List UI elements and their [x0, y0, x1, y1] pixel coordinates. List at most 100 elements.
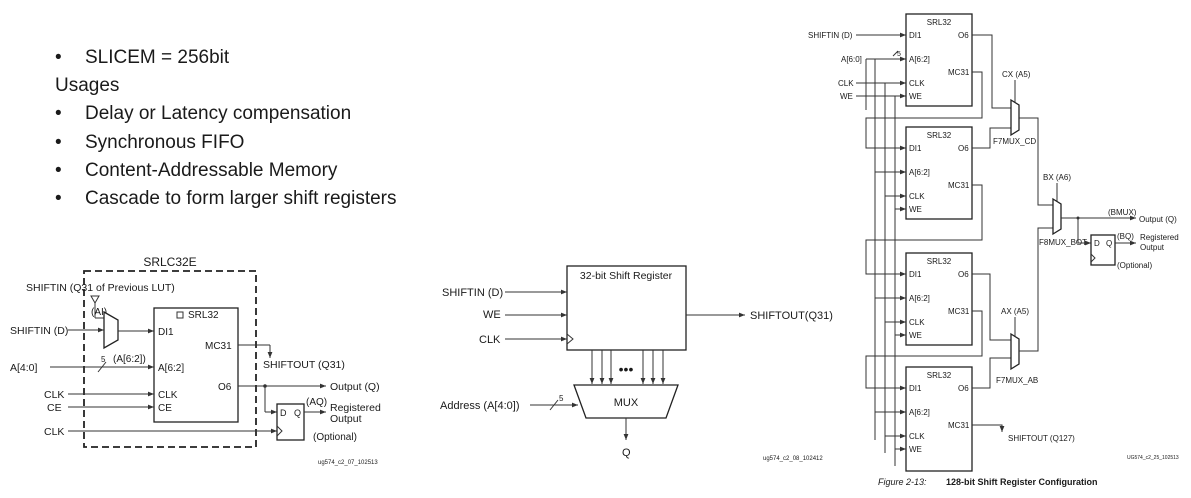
- shiftin-label: SHIFTIN (D): [808, 31, 853, 40]
- cascade-wire: [865, 184, 983, 277]
- f8mux-label: F8MUX_BOT: [1039, 238, 1087, 247]
- wire: [972, 127, 1011, 149]
- list-item-text: SLICEM = 256bit: [85, 47, 230, 68]
- srl32-block-2: SRL32 DI1 A[6:2] CLK WE O6 MC31: [905, 126, 973, 220]
- cascade-128bit-diagram: SHIFTIN (D) A[6:0] CLK WE 5 SRL32 DI1 A[…: [808, 13, 1179, 487]
- svg-text:MC31: MC31: [948, 307, 970, 316]
- ff-d: D: [1094, 239, 1100, 248]
- f7mux-cd-label: F7MUX_CD: [993, 137, 1036, 146]
- svg-text:A[6:2]: A[6:2]: [909, 168, 930, 177]
- bmux-label: (BMUX): [1108, 208, 1137, 217]
- a60-label: A[6:0]: [841, 55, 862, 64]
- clock-triangle-icon: [566, 333, 574, 345]
- wire: [1019, 117, 1053, 206]
- shiftout-label: SHIFTOUT (Q127): [1008, 434, 1075, 443]
- srlc32e-boundary: [83, 270, 257, 448]
- wire: [972, 357, 1011, 389]
- input-triangle-icon: [90, 295, 100, 305]
- list-item: • Synchronous FIFO: [55, 129, 397, 157]
- output-q-label: Output (Q): [1139, 215, 1177, 224]
- shiftin-prev-label: SHIFTIN (Q31 of Previous LUT): [26, 282, 175, 294]
- usages-heading: Usages: [55, 72, 397, 100]
- wire: [972, 34, 1011, 109]
- cascade-wire: [865, 71, 983, 151]
- pin-mc31: MC31: [205, 341, 232, 352]
- usage-list: • SLICEM = 256bit Usages • Delay or Latenc…: [55, 44, 397, 213]
- list-item: • Delay or Latency compensation: [55, 100, 397, 128]
- pin-di1: DI1: [158, 327, 174, 338]
- svg-text:WE: WE: [909, 92, 922, 101]
- shift-register-title: 32-bit Shift Register: [580, 270, 673, 282]
- figure-code: ug574_c2_07_102513: [318, 460, 378, 466]
- f7mux-ab-icon: [1010, 332, 1020, 371]
- list-item-text: Delay or Latency compensation: [85, 103, 352, 125]
- list-item-text: Cascade to form larger shift registers: [85, 188, 397, 210]
- clock-triangle-icon: [1090, 253, 1096, 263]
- a40-label: A[4:0]: [10, 362, 38, 374]
- wire: [1019, 227, 1053, 352]
- clk2-label: CLK: [44, 426, 64, 438]
- registered-output-label: Output: [1140, 243, 1165, 252]
- figure-code: UG574_c2_25_102513: [1127, 455, 1179, 461]
- we-label: WE: [840, 92, 853, 101]
- svg-text:SRL32: SRL32: [927, 131, 952, 140]
- svg-text:MC31: MC31: [948, 181, 970, 190]
- registered-output-label: Output: [330, 413, 362, 425]
- output-q-label: Output (Q): [330, 381, 380, 393]
- bq-label: (BQ): [1117, 232, 1134, 241]
- bus-width: 5: [101, 355, 106, 364]
- srl32-label: SRL32: [188, 310, 219, 321]
- svg-text:MC31: MC31: [948, 421, 970, 430]
- svg-text:WE: WE: [909, 331, 922, 340]
- svg-text:O6: O6: [958, 144, 969, 153]
- shiftin-label: SHIFTIN (D): [10, 325, 68, 337]
- ff-q: Q: [294, 408, 301, 418]
- clk-label: CLK: [44, 389, 64, 401]
- ff-d: D: [280, 408, 287, 418]
- wire: [972, 424, 1005, 432]
- a62-label: (A[6:2]): [113, 354, 146, 365]
- srl32-block-1: SRL32 DI1 A[6:2] CLK WE O6 MC31: [905, 13, 973, 107]
- cascade-wire: [865, 310, 983, 391]
- bus-width: 5: [559, 394, 564, 403]
- shiftout-label: SHIFTOUT(Q31): [750, 310, 833, 322]
- bullet-icon: •: [55, 159, 62, 181]
- list-item-text: Synchronous FIFO: [85, 131, 245, 153]
- bus-width: 5: [897, 51, 901, 58]
- ce-label: CE: [47, 402, 62, 414]
- svg-text:DI1: DI1: [909, 144, 922, 153]
- bullet-icon: •: [55, 131, 62, 153]
- srl32-block-4: SRL32 DI1 A[6:2] CLK WE O6 MC31: [905, 366, 973, 472]
- pin-clk: CLK: [158, 390, 178, 401]
- mux-block: [573, 384, 679, 419]
- we-label: WE: [483, 309, 501, 321]
- svg-text:CLK: CLK: [909, 318, 925, 327]
- svg-text:O6: O6: [958, 270, 969, 279]
- svg-text:WE: WE: [909, 445, 922, 454]
- figure-number: Figure 2-13:: [878, 477, 927, 487]
- svg-text:DI1: DI1: [909, 270, 922, 279]
- svg-text:CLK: CLK: [909, 79, 925, 88]
- svg-text:O6: O6: [958, 384, 969, 393]
- ax-label: AX (A5): [1001, 307, 1029, 316]
- srl32-block: [153, 307, 239, 423]
- usages-label: Usages: [55, 75, 120, 97]
- bullet-icon: •: [55, 188, 62, 210]
- aq-label: (AQ): [306, 397, 327, 408]
- svg-text:DI1: DI1: [909, 31, 922, 40]
- shift-register-diagram: 32-bit Shift Register SHIFTIN (D) WE CLK…: [440, 265, 833, 462]
- svg-text:SRL32: SRL32: [927, 371, 952, 380]
- mux-label: MUX: [614, 397, 639, 409]
- svg-text:CLK: CLK: [909, 432, 925, 441]
- bullet-icon: •: [55, 103, 62, 125]
- svg-text:SRL32: SRL32: [927, 257, 952, 266]
- clk-label: CLK: [479, 334, 501, 346]
- pin-ce: CE: [158, 403, 172, 414]
- svg-text:CLK: CLK: [909, 192, 925, 201]
- figure-caption: 128-bit Shift Register Configuration: [946, 477, 1098, 487]
- svg-text:A[6:2]: A[6:2]: [909, 408, 930, 417]
- flip-flop-block: [1090, 234, 1116, 266]
- list-item: • SLICEM = 256bit: [55, 44, 397, 72]
- bullet-icon: •: [55, 47, 62, 68]
- ff-q: Q: [1106, 239, 1112, 248]
